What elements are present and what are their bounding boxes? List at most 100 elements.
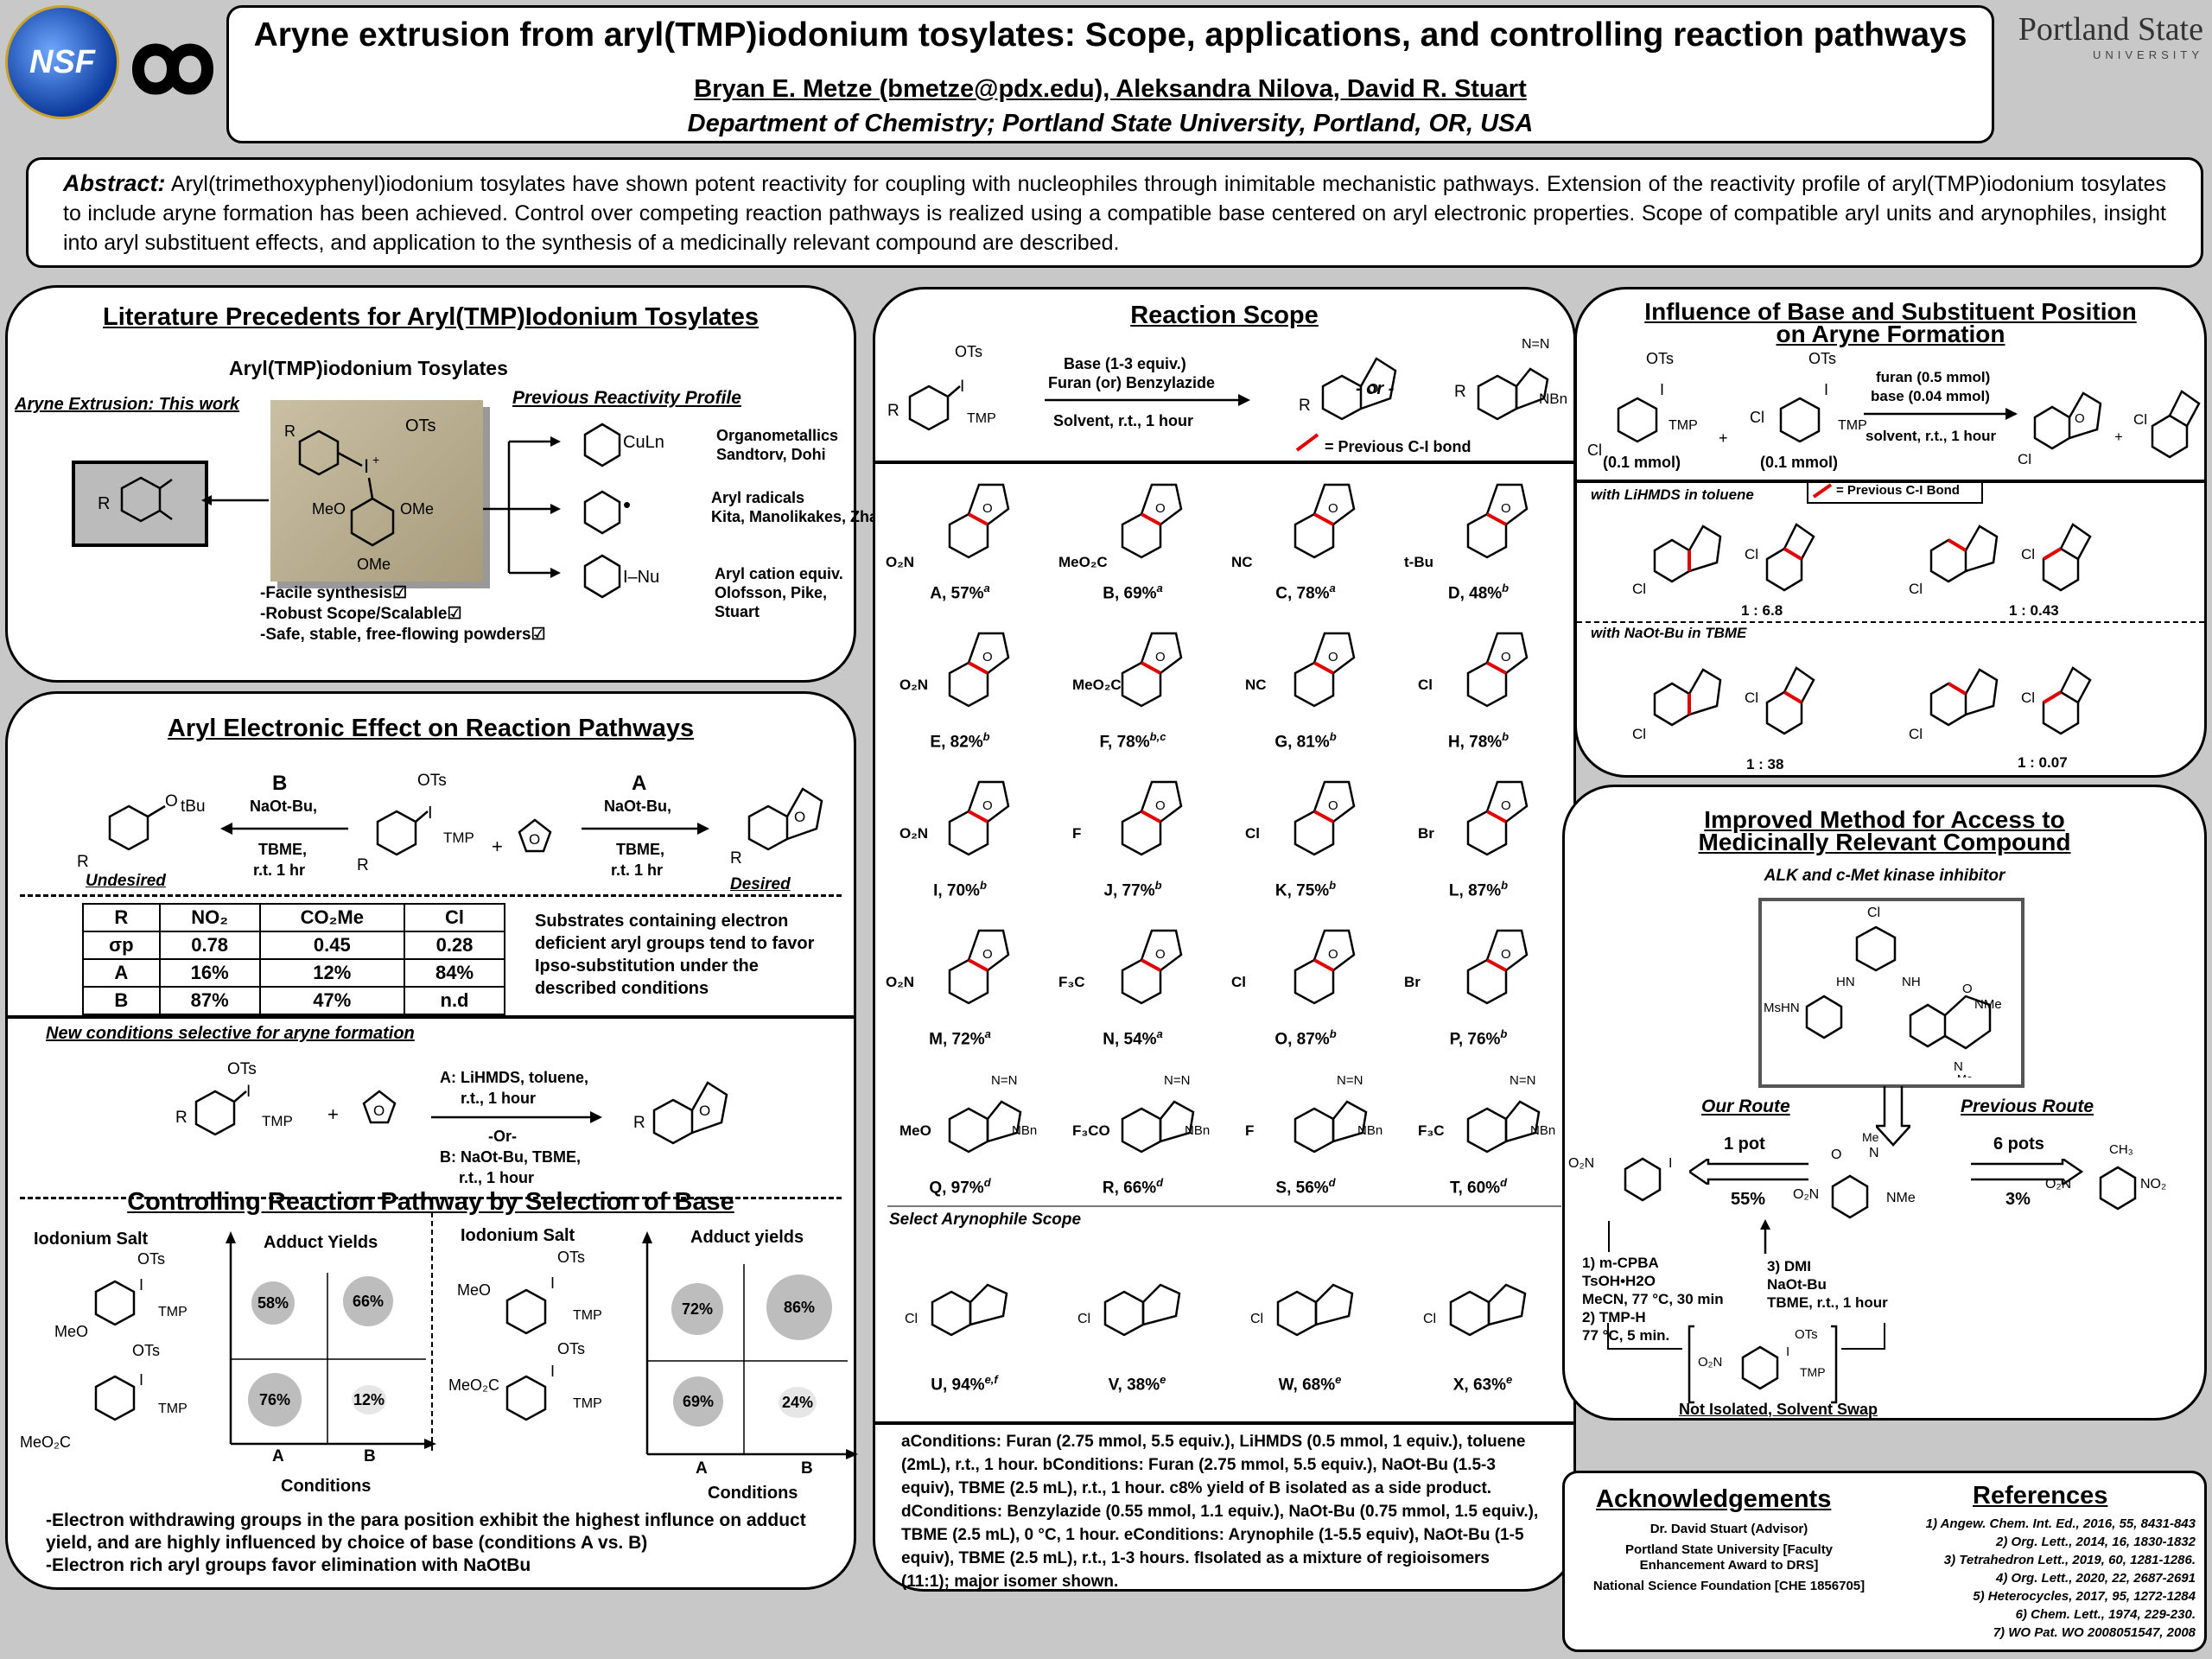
svg-text:NO₂: NO₂ [2140, 1177, 2166, 1192]
svg-text:O: O [982, 947, 993, 962]
svg-text:O: O [1328, 501, 1338, 516]
arrow-right [431, 1111, 602, 1123]
svg-text:R: R [357, 856, 369, 874]
svg-text:Cl: Cl [1632, 581, 1646, 597]
arrow-right [582, 823, 709, 835]
svg-text:R: R [887, 402, 899, 420]
literature-subtitle: Aryl(TMP)iodonium Tosylates [229, 357, 508, 379]
table-cell: R [82, 903, 161, 932]
step-line: MeCN, 77 °C, 30 min [1582, 1291, 1724, 1307]
svg-text:R: R [730, 849, 742, 868]
abstract-panel: Abstract: Aryl(trimethoxyphenyl)iodonium… [26, 157, 2203, 268]
svg-text:Cl: Cl [2133, 411, 2147, 428]
dashed-divider [20, 1197, 842, 1199]
aryne-extrusion-label: Aryne Extrusion: This work [15, 395, 240, 414]
arynophile-yield-label: W, 68%e [1278, 1373, 1342, 1395]
cond-a-line: NaOt-Bu, [604, 798, 671, 815]
ref-title: References [1973, 1482, 2108, 1510]
svg-text:OTs: OTs [1795, 1327, 1818, 1342]
substituent-label: NC [1231, 554, 1253, 570]
svg-text:MeO: MeO [54, 1323, 88, 1340]
svg-text:I: I [550, 1363, 555, 1380]
svg-text:R: R [1299, 397, 1311, 415]
scope-yield-label: T, 60%d [1449, 1176, 1508, 1198]
yield-value: 86% [783, 1298, 816, 1316]
table-row: σp 0.78 0.45 0.28 [82, 931, 505, 960]
scope-yield-label: G, 81%b [1274, 730, 1337, 752]
step-line: TBME, r.t., 1 hour [1767, 1294, 1888, 1311]
arrow-right [1864, 408, 2018, 420]
table-cell: σp [82, 931, 161, 960]
poster-affiliation: Department of Chemistry; Portland State … [687, 110, 1534, 137]
cond-a-label: A [632, 772, 647, 795]
svg-text:OTs: OTs [557, 1249, 585, 1266]
svg-text:tBu: tBu [181, 798, 206, 816]
table-cell: 87% [158, 986, 261, 1015]
scope-cond-solvent: Solvent, r.t., 1 hour [1053, 412, 1194, 429]
yield-bubble: 69% [673, 1376, 723, 1427]
ref-item: 4) Org. Lett., 2020, 22, 2687-2691 [1996, 1571, 2196, 1586]
ack-item: Portland State University [Faculty Enhan… [1624, 1542, 1834, 1573]
svg-text:MeO: MeO [457, 1281, 491, 1299]
scope-yield-label: J, 77%b [1103, 879, 1162, 900]
table-cell: 47% [258, 986, 406, 1015]
svg-text:O: O [1155, 650, 1166, 664]
target-compound-structure: Cl HN NH MsHN O NMe N Me [1764, 906, 2002, 1077]
svg-text:OMe: OMe [357, 556, 391, 573]
cond-a-line: r.t. 1 hr [611, 861, 664, 879]
row2-products: Cl Cl Cl Cl [1632, 666, 2092, 742]
influence-title-1: Influence of Base and Substituent Positi… [1644, 298, 2137, 325]
ref-item: 1) Angew. Chem. Int. Ed., 2016, 55, 8431… [1925, 1516, 2196, 1531]
arynophile-yield-label: V, 38%e [1108, 1373, 1166, 1395]
svg-text:N=N: N=N [1337, 1073, 1363, 1088]
profile-line: Kita, Manolikakes, Zhang [711, 508, 898, 525]
substituent-label: MeO₂C [1058, 554, 1108, 570]
scope-structure: O [948, 780, 1010, 856]
svg-text:O: O [699, 1103, 710, 1119]
poster-title: Aryne extrusion from aryl(TMP)iodonium t… [253, 16, 1967, 54]
svg-text:O: O [1368, 382, 1378, 397]
psu-logo: Portland State UNIVERSITY [2003, 10, 2203, 61]
svg-text:MeO₂C: MeO₂C [20, 1433, 71, 1451]
profile-radical: Aryl radicals Kita, Manolikakes, Zhang [711, 488, 897, 526]
substituent-label: Cl [1231, 974, 1246, 990]
scope-yield-label: M, 72%a [929, 1027, 991, 1049]
table-cell: 0.28 [404, 931, 505, 960]
svg-text:MeO: MeO [312, 500, 346, 518]
arynophile-yield-label: X, 63%e [1452, 1373, 1513, 1395]
one-pot: 1 pot [1724, 1135, 1765, 1154]
influence-panel: Influence of Base and Substituent Positi… [1574, 287, 2207, 778]
aryne-box [72, 461, 208, 547]
svg-text:N: N [1954, 1059, 1963, 1074]
influence-products: O Cl + Cl [2018, 390, 2201, 467]
svg-text:OTs: OTs [557, 1340, 585, 1357]
nsf-logo: NSF [5, 5, 119, 119]
ref-item: 5) Heterocycles, 2017, 95, 1272-1284 [1973, 1589, 2196, 1604]
scope-structure: O [948, 929, 1010, 1005]
substituent-label: F [1072, 825, 1082, 842]
arynophile-structure: Cl [1250, 1283, 1354, 1337]
table-row: B 87% 47% n.d [82, 986, 505, 1015]
svg-text:NBn: NBn [1185, 1123, 1210, 1138]
undesired-label: Undesired [86, 872, 166, 890]
yield-value: 69% [682, 1392, 715, 1410]
table-cell: 0.45 [258, 931, 406, 960]
cond-b-line: TBME, [258, 841, 307, 858]
svg-text:I: I [1786, 1344, 1789, 1359]
table-cell: 84% [404, 958, 505, 988]
svg-text:I: I [960, 378, 964, 396]
dashed-divider [20, 894, 842, 897]
svg-text:Cl: Cl [1745, 690, 1758, 706]
not-isolated-label: Not Isolated, Solvent Swap [1679, 1401, 1878, 1418]
svg-text:O: O [529, 831, 540, 848]
scope-structure: O [1121, 929, 1183, 1005]
ratio-2: 1 : 0.43 [2009, 602, 2059, 619]
scope-divider [875, 461, 1573, 464]
up-arrow [1760, 1219, 1770, 1254]
